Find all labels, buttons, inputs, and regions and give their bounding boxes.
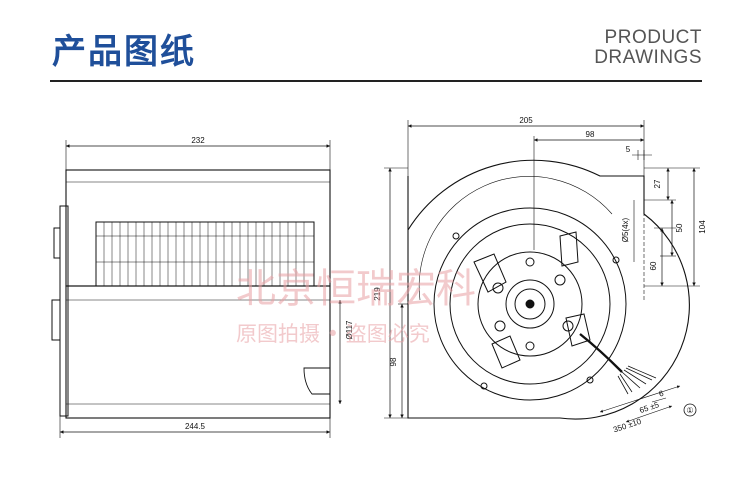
dim-cable-6: 6 bbox=[658, 388, 666, 398]
dim-104: 104 bbox=[698, 220, 707, 234]
dim-60: 60 bbox=[649, 261, 658, 270]
dim-diameter-117: Ø117 bbox=[345, 320, 354, 340]
front-view bbox=[384, 120, 700, 423]
watermark-line-2: 原图拍摄 • 盗图必究 bbox=[236, 322, 430, 346]
header-divider bbox=[50, 80, 702, 82]
subtitle-line-2: DRAWINGS bbox=[594, 47, 702, 68]
dim-98-left: 98 bbox=[389, 357, 398, 366]
dim-232: 232 bbox=[191, 136, 205, 145]
page-title: 产品图纸 bbox=[52, 32, 196, 72]
dim-27: 27 bbox=[653, 179, 662, 188]
dim-cable-65: 65 ±5 bbox=[638, 400, 660, 415]
subtitle-line-1: PRODUCT bbox=[604, 27, 702, 48]
callout-1: ① bbox=[686, 406, 693, 415]
dim-50: 50 bbox=[675, 223, 684, 232]
dim-cable-350: 350 ±10 bbox=[612, 417, 643, 435]
dim-5: 5 bbox=[626, 145, 631, 154]
dim-205: 205 bbox=[519, 116, 533, 125]
dim-244-5: 244.5 bbox=[185, 422, 206, 431]
watermark-line-1: 北京恒瑞宏科 bbox=[236, 266, 476, 312]
dim-hole-diameter: Ø5(4x) bbox=[621, 217, 630, 242]
page-subtitle: PRODUCT DRAWINGS bbox=[594, 28, 702, 68]
dim-219: 219 bbox=[373, 287, 382, 301]
dim-98-top: 98 bbox=[586, 130, 595, 139]
side-view bbox=[51, 140, 342, 438]
